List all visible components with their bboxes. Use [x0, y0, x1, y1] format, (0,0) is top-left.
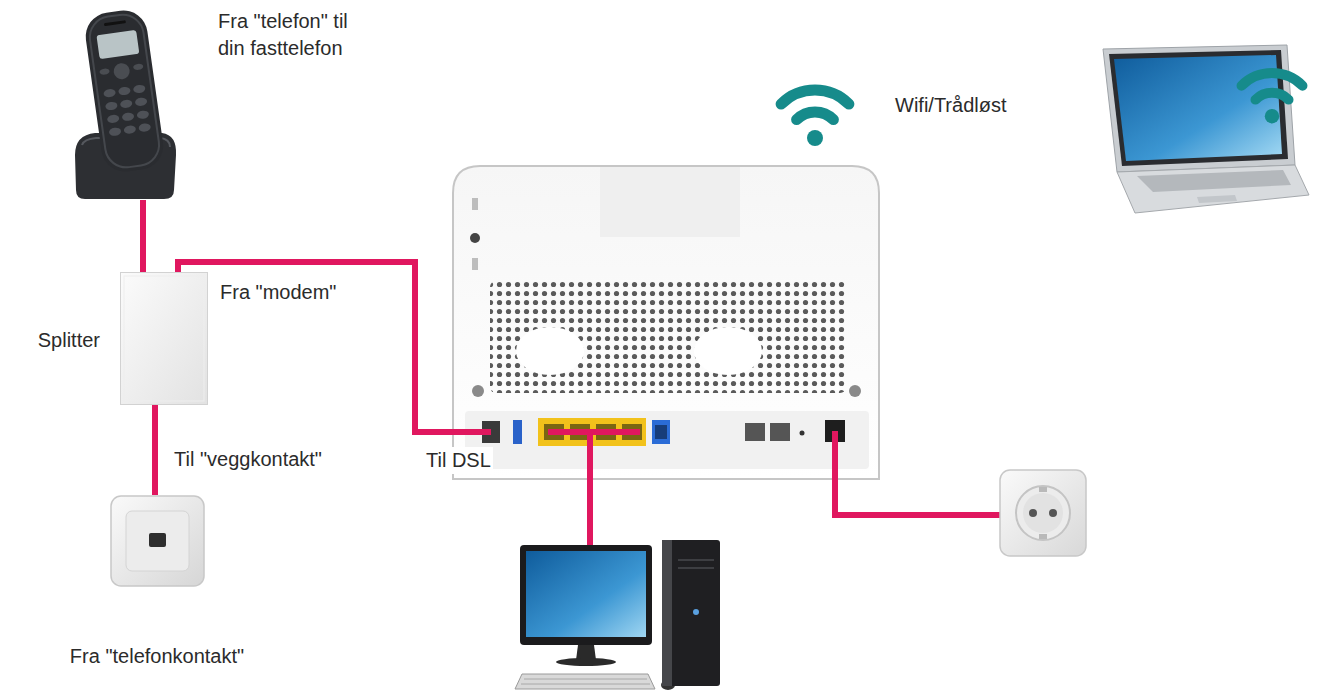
router-picture — [450, 163, 882, 481]
cable-connector — [140, 200, 146, 272]
wifi-icon — [781, 90, 849, 146]
desktop-computer — [515, 540, 720, 690]
splitter-box: Splitter — [120, 272, 208, 405]
power-outlet — [1000, 470, 1086, 556]
cable — [450, 431, 835, 481]
node-label: Wifi/Trådløst — [895, 92, 1006, 119]
cable-connector — [178, 262, 450, 432]
cable-label: Fra "modem" — [218, 280, 338, 304]
cable-connector — [152, 405, 158, 495]
node-label: Fra "telefonkontakt" — [70, 643, 244, 670]
wall-jack: Fra "telefonkontakt" — [110, 495, 205, 587]
laptop-picture — [1095, 45, 1310, 215]
laptop: Wifi/Trådløst — [1095, 45, 1310, 215]
splitter-picture — [120, 272, 208, 405]
telephone: Fra "telefon" til din fasttelefon — [70, 5, 180, 200]
node-label: Fra "telefon" til din fasttelefon — [218, 8, 368, 62]
node-label: Til DSL — [424, 447, 493, 474]
wifi-icon — [1241, 73, 1302, 123]
node-label: Splitter — [38, 327, 100, 354]
wall-jack-picture — [110, 495, 205, 587]
cable-label: Til "veggkontakt" — [172, 447, 324, 471]
cable — [590, 481, 1000, 545]
telephone-picture — [70, 5, 180, 200]
router: Til DSL — [450, 163, 882, 481]
